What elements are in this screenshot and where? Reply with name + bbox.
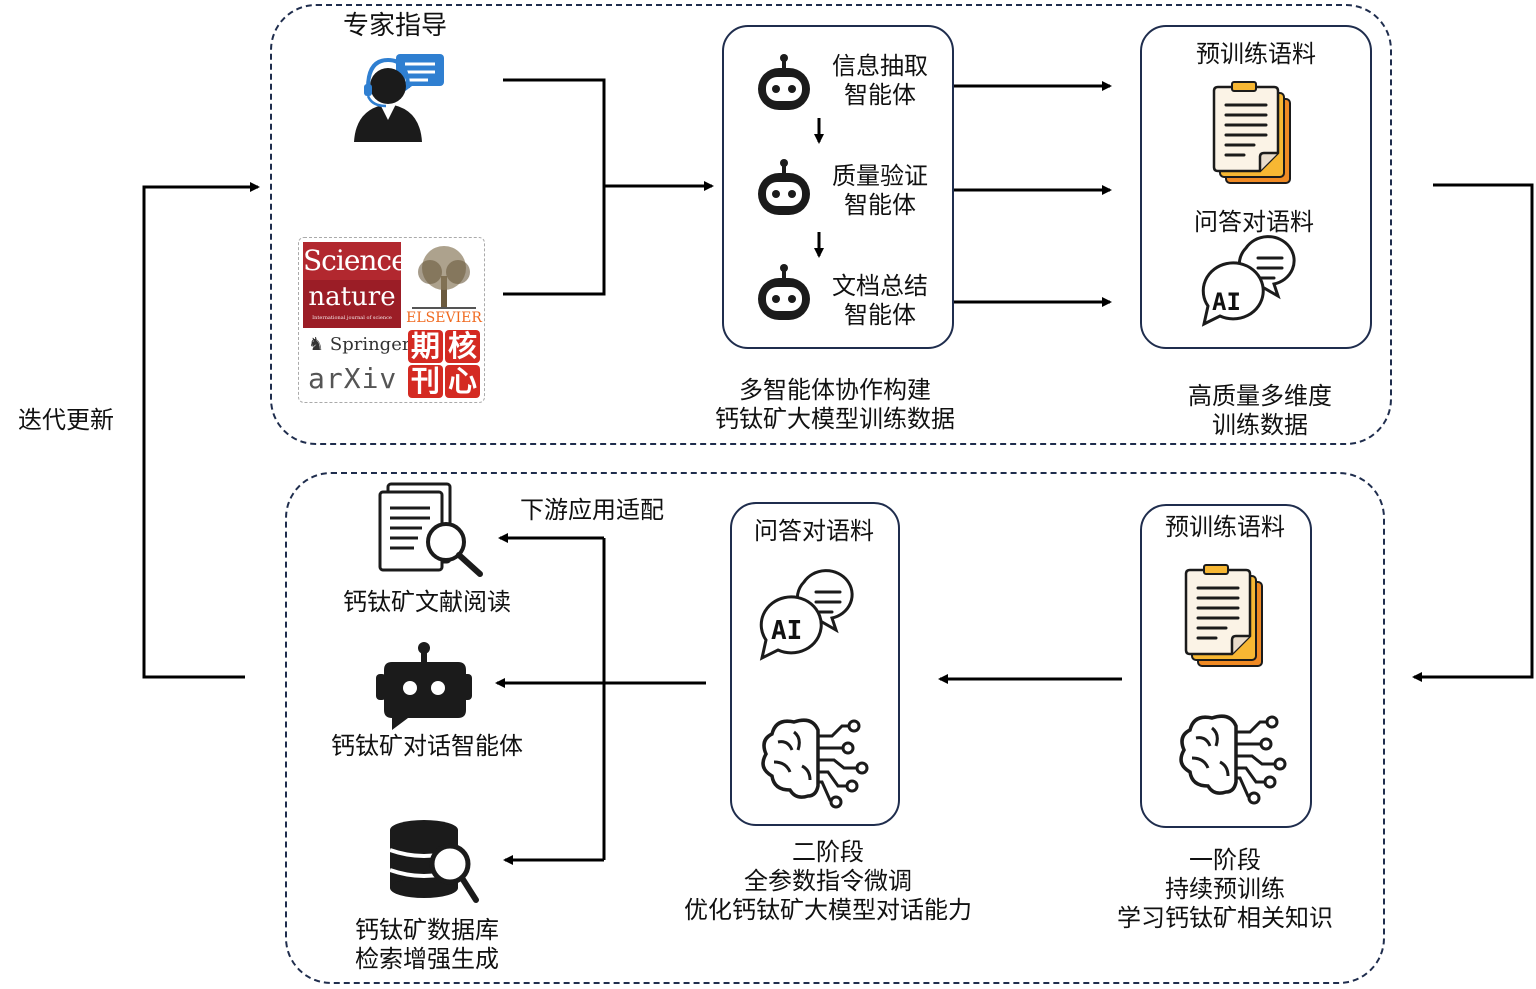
corpus-caption: 高质量多维度训练数据 <box>1188 382 1332 439</box>
stage2-box <box>730 502 900 826</box>
iteration-loop <box>142 182 1534 682</box>
qa-title-top: 问答对语料 <box>1194 208 1314 236</box>
downstream-label: 下游应用适配 <box>520 496 664 524</box>
arxiv-logo: arXiv <box>308 362 398 395</box>
expert-label: 专家指导 <box>343 11 448 41</box>
expert-icon <box>354 54 444 142</box>
top-panel <box>270 4 1392 445</box>
app-1-label: 钙钛矿文献阅读 <box>343 588 511 616</box>
springer-horse-icon: ♞ <box>308 334 325 355</box>
agents-caption: 多智能体协作构建钙钛矿大模型训练数据 <box>715 376 955 433</box>
top-connectors <box>503 78 1112 307</box>
bottom-connectors <box>495 533 1122 865</box>
agent-1-label: 信息抽取智能体 <box>832 52 928 109</box>
iteration-label: 迭代更新 <box>18 406 114 434</box>
springer-logo: ♞ Springer <box>308 334 411 355</box>
sources-logo-panel <box>298 237 485 403</box>
app-2-label: 钙钛矿对话智能体 <box>331 732 523 760</box>
pretrain-title-top: 预训练语料 <box>1196 40 1316 68</box>
app-3-label: 钙钛矿数据库检索增强生成 <box>355 916 499 973</box>
stage2-caption: 二阶段全参数指令微调优化钙钛矿大模型对话能力 <box>684 838 972 924</box>
database-search-icon <box>389 820 479 903</box>
ai-badge-top: AI <box>1212 288 1241 316</box>
core-journal-logo: 期 核 刊 心 <box>408 330 480 398</box>
science-logo: Science <box>303 242 408 280</box>
agent-2-label: 质量验证智能体 <box>832 162 928 219</box>
bottom-panel <box>285 472 1385 984</box>
stage2-box-title: 问答对语料 <box>754 517 874 545</box>
elsevier-logo: ELSEVIER <box>406 310 482 326</box>
stage1-caption: 一阶段持续预训练学习钙钛矿相关知识 <box>1117 846 1333 932</box>
stage1-box-title: 预训练语料 <box>1165 513 1285 541</box>
agent-3-label: 文档总结智能体 <box>832 272 928 329</box>
ai-badge-stage2: AI <box>771 616 803 646</box>
chatbot-icon <box>376 642 472 730</box>
document-search-icon <box>378 482 483 577</box>
elsevier-tree-icon <box>412 246 476 309</box>
